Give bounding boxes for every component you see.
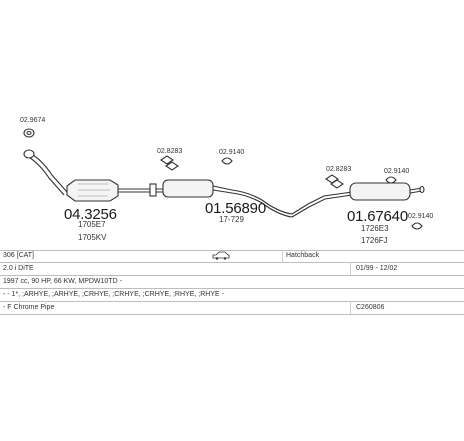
hatchback-car-icon	[212, 251, 230, 262]
middle-muffler	[156, 179, 353, 218]
rear-muffler-code: 01.67640	[347, 208, 408, 225]
years-cell: 01/99 - 12/02	[356, 265, 398, 272]
engine-codes-cell: - - 1*, ;ARHYE, ;ARHYE, ;CRHYE, ;CRHYE, …	[3, 291, 224, 298]
gasket-ref: 02.9674	[20, 117, 46, 124]
catalytic-converter-sub1: 1705E7	[78, 220, 106, 229]
clamp-icon-2	[221, 157, 233, 165]
clamp-4-ref: 02.9140	[384, 168, 410, 175]
flange	[149, 183, 157, 197]
rear-muffler	[349, 182, 425, 201]
clamp-icon-4	[385, 176, 397, 184]
item-code-cell: C260806	[356, 304, 385, 311]
rear-muffler-sub2: 1726FJ	[361, 236, 388, 245]
clamp-icon-3	[325, 174, 344, 189]
clamp-2-ref: 02.9140	[219, 149, 245, 156]
body-cell: Hatchback	[286, 252, 320, 259]
specs-cell: 1997 cc, 90 HP, 66 KW, MPDW10TD -	[3, 278, 122, 285]
item-cell: - F Chrome Pipe	[3, 304, 55, 311]
catalytic-converter	[66, 179, 152, 202]
middle-muffler-code: 01.56890	[205, 200, 266, 217]
clamp-icon-1	[160, 155, 179, 171]
engine-cell: 2.0 i DiTE	[3, 265, 34, 272]
clamp-5-ref: 02.9140	[408, 213, 434, 220]
clamp-3-ref: 02.8283	[326, 166, 352, 173]
clamp-icon-5	[411, 222, 423, 230]
front-pipe	[23, 149, 68, 196]
vehicle-info-table: 306 [CAT] Hatchback 2.0 i DiTE 01/99 - 1…	[0, 250, 464, 315]
model-cell: 306 [CAT]	[3, 252, 34, 259]
clamp-1-ref: 02.8283	[157, 148, 183, 155]
catalytic-converter-sub2: 1705KV	[78, 233, 107, 242]
exhaust-diagram	[23, 128, 425, 230]
middle-muffler-sub: 17-729	[219, 215, 244, 224]
catalytic-converter-code: 04.3256	[64, 206, 117, 223]
gasket-icon	[23, 128, 35, 138]
rear-muffler-sub1: 1726E3	[361, 224, 389, 233]
